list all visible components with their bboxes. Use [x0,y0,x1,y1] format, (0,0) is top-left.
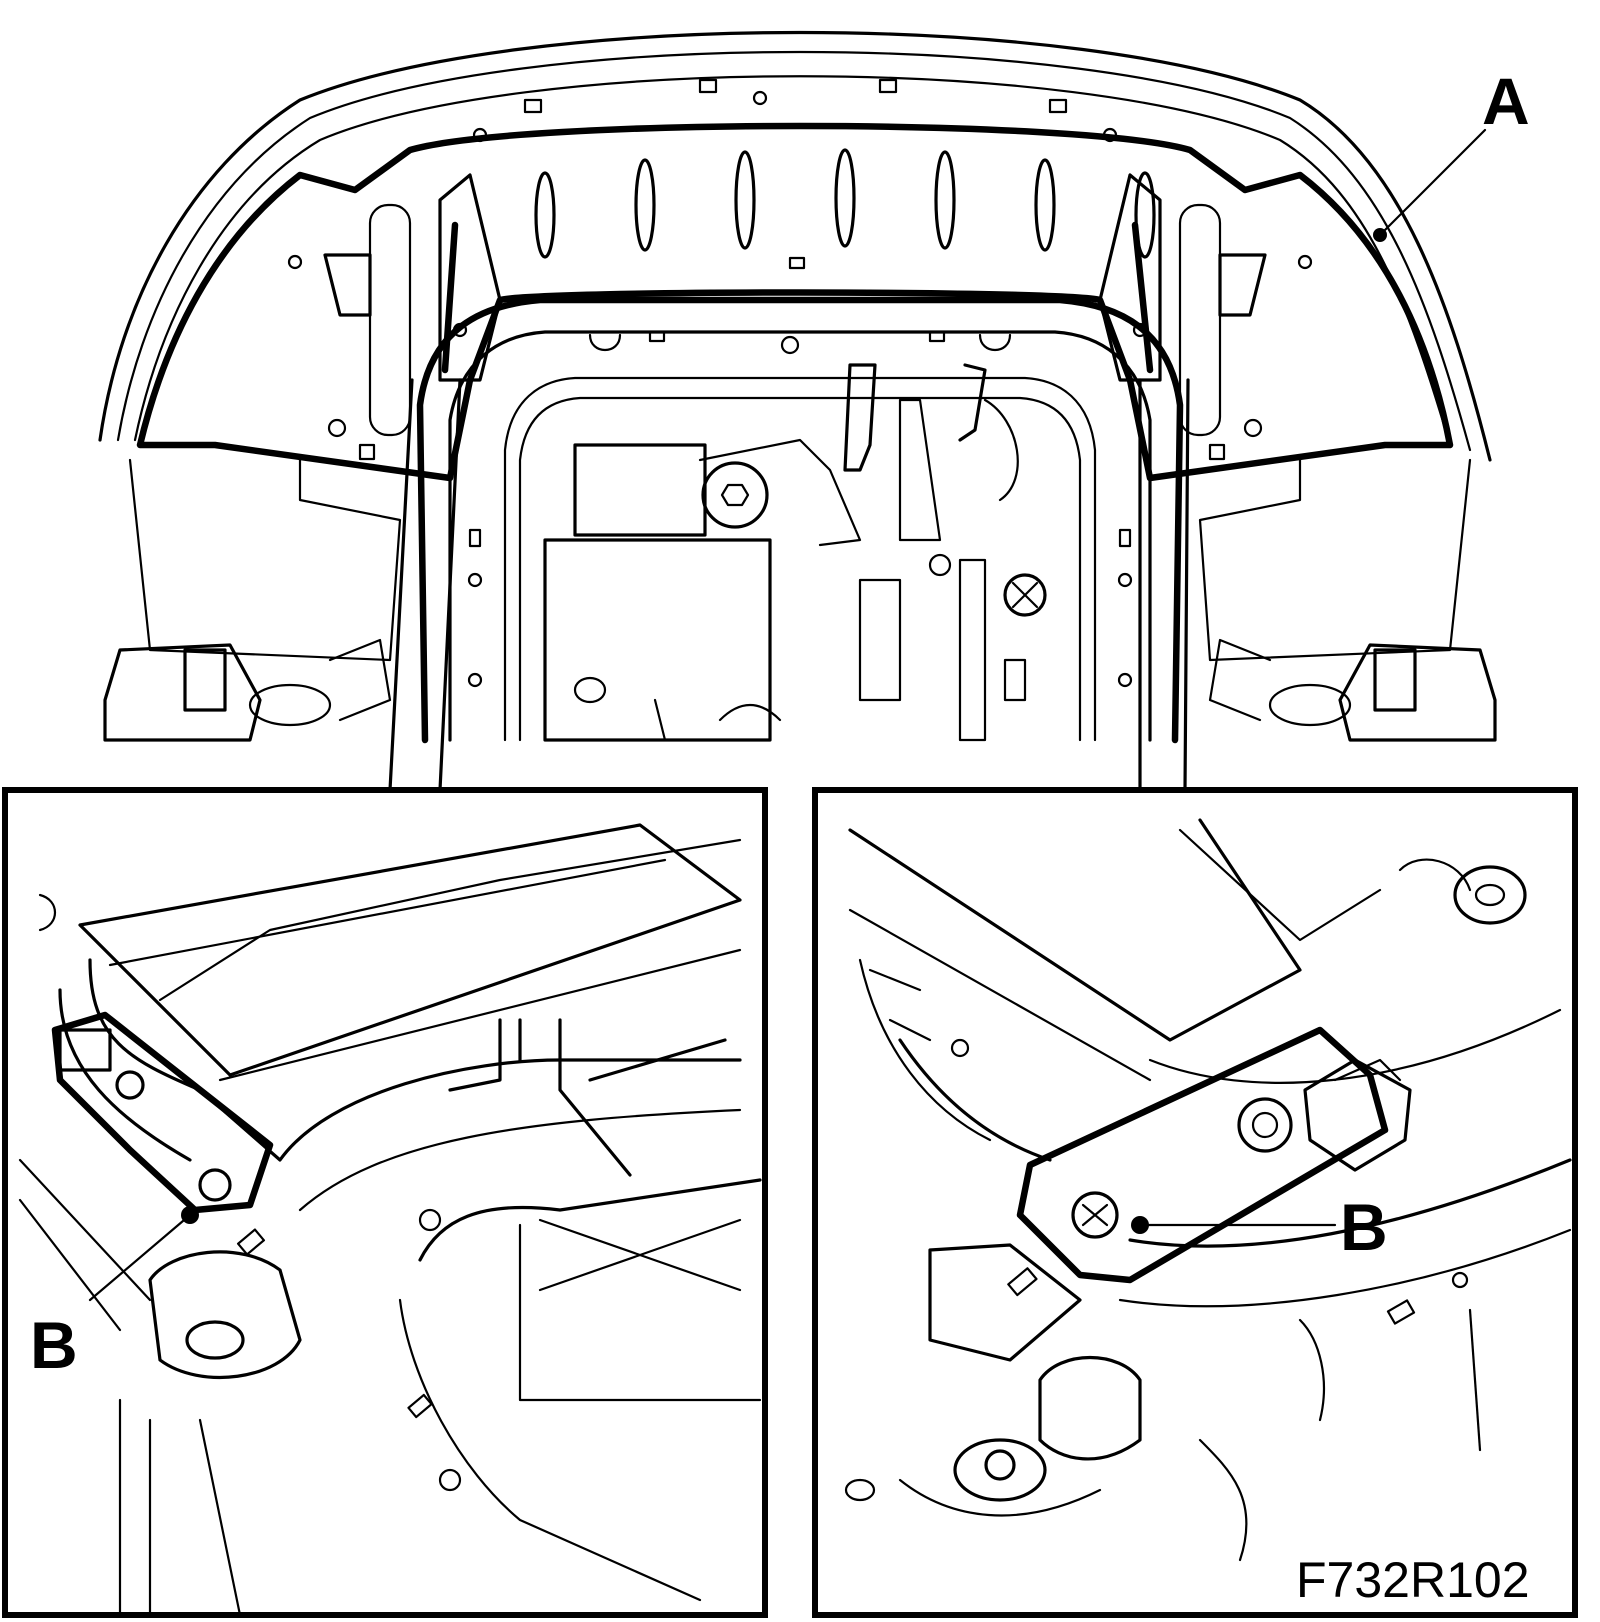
bracket-b-left [51,1011,274,1214]
panel-ribs [534,148,1156,259]
callout-a-label: A [1482,64,1530,138]
right-side-details [1178,203,1313,461]
bumper-reinforcement-outline [136,122,1454,482]
figure-reference-code: F732R102 [1296,1552,1530,1608]
detail-left: B [2,787,768,1618]
main-view [98,30,1497,744]
callout-b-right-label: B [1340,1190,1388,1264]
inner-components [543,363,1047,742]
callout-b-left-label: B [30,1308,78,1382]
detail-right: B F732R102 [812,787,1578,1618]
center-opening-frame [416,296,1184,744]
frame-holes [452,322,1148,688]
edge-clips [472,78,1118,270]
left-side-details [287,203,412,461]
right-lower-assembly [1208,638,1497,742]
bracket-b-right [1016,1026,1389,1284]
detail-leader-lines [388,378,1190,792]
callout-a: A [1373,64,1530,242]
left-lower-assembly [103,638,392,742]
